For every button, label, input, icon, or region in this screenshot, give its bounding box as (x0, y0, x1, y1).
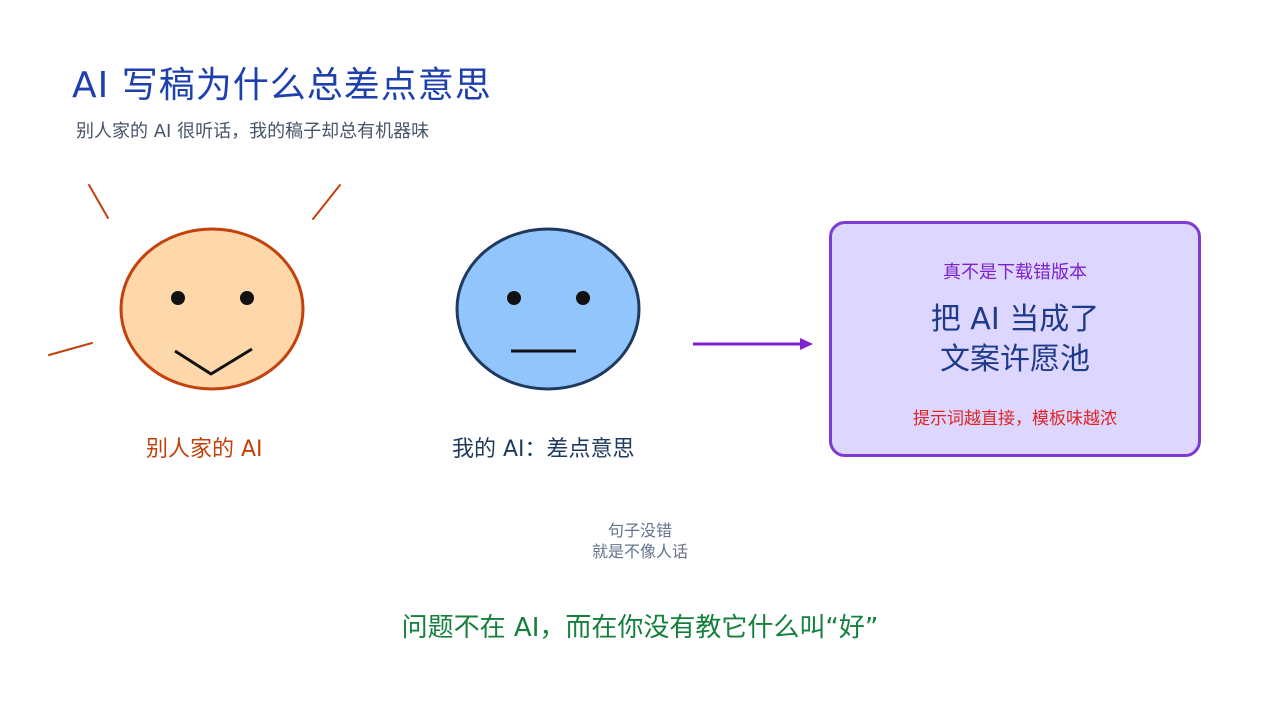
happy-face-right-eye (240, 291, 254, 305)
insight-card: 真不是下载错版本 把 AI 当成了 文案许愿池 提示词越直接，模板味越浓 (829, 221, 1201, 457)
arrow-right-icon (693, 338, 813, 350)
neutral-face-left-eye (507, 291, 521, 305)
happy-face-left-eye (171, 291, 185, 305)
neutral-face-label: 我的 AI：差点意思 (452, 437, 635, 462)
center-note-line-1: 句子没错 (607, 521, 672, 540)
happy-face-head (119, 227, 305, 391)
card-main-line-1: 把 AI 当成了 (930, 302, 1100, 337)
sun-ray-left (48, 342, 93, 356)
card-top-text: 真不是下载错版本 (943, 262, 1087, 283)
conclusion-text: 问题不在 AI，而在你没有教它什么叫“好” (401, 613, 879, 643)
center-note-line-2: 就是不像人话 (591, 542, 688, 561)
card-main-line-2: 文案许愿池 (940, 342, 1090, 377)
sun-ray-top-left (88, 184, 109, 219)
neutral-face-icon (455, 227, 641, 391)
sun-ray-top-right (312, 184, 341, 220)
happy-face-icon (119, 227, 305, 391)
neutral-face-head (455, 227, 641, 391)
page-title: AI 写稿为什么总差点意思 (72, 65, 492, 106)
center-note: 句子没错 就是不像人话 (540, 520, 740, 562)
page-subtitle: 别人家的 AI 很听话，我的稿子却总有机器味 (76, 121, 430, 142)
happy-face-label: 别人家的 AI (146, 437, 263, 462)
card-main-text: 把 AI 当成了 文案许愿池 (832, 300, 1198, 380)
card-bottom-text: 提示词越直接，模板味越浓 (913, 409, 1117, 429)
happy-face-smile (174, 347, 253, 376)
neutral-face-right-eye (576, 291, 590, 305)
